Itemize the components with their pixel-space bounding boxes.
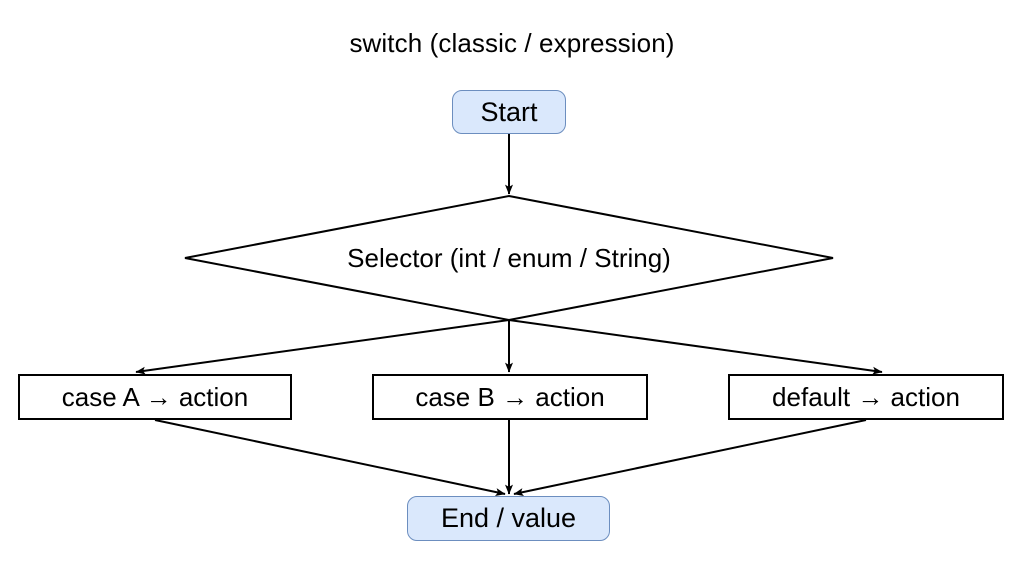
edge-selector-to-case-a — [135, 319, 510, 375]
node-start[interactable]: Start — [452, 90, 566, 134]
node-case-b[interactable]: case B → action — [372, 374, 648, 420]
node-default-label: default → action — [772, 381, 960, 412]
edge-default-to-end — [513, 419, 867, 496]
node-end[interactable]: End / value — [407, 496, 610, 541]
node-default[interactable]: default → action — [728, 374, 1004, 420]
node-start-label: Start — [480, 96, 538, 127]
node-end-label: End / value — [440, 503, 577, 533]
node-case-b-label: case B → action — [415, 381, 605, 412]
edge-case-a-to-end — [154, 419, 506, 496]
node-selector-label-wrap[interactable]: Selector (int / enum / String) — [185, 243, 833, 274]
node-case-a-label: case A → action — [61, 381, 249, 412]
node-selector-label: Selector (int / enum / String) — [347, 243, 671, 273]
edge-selector-to-default — [508, 319, 883, 375]
diagram-title: switch (classic / expression) — [349, 28, 675, 58]
node-case-a[interactable]: case A → action — [18, 374, 292, 420]
